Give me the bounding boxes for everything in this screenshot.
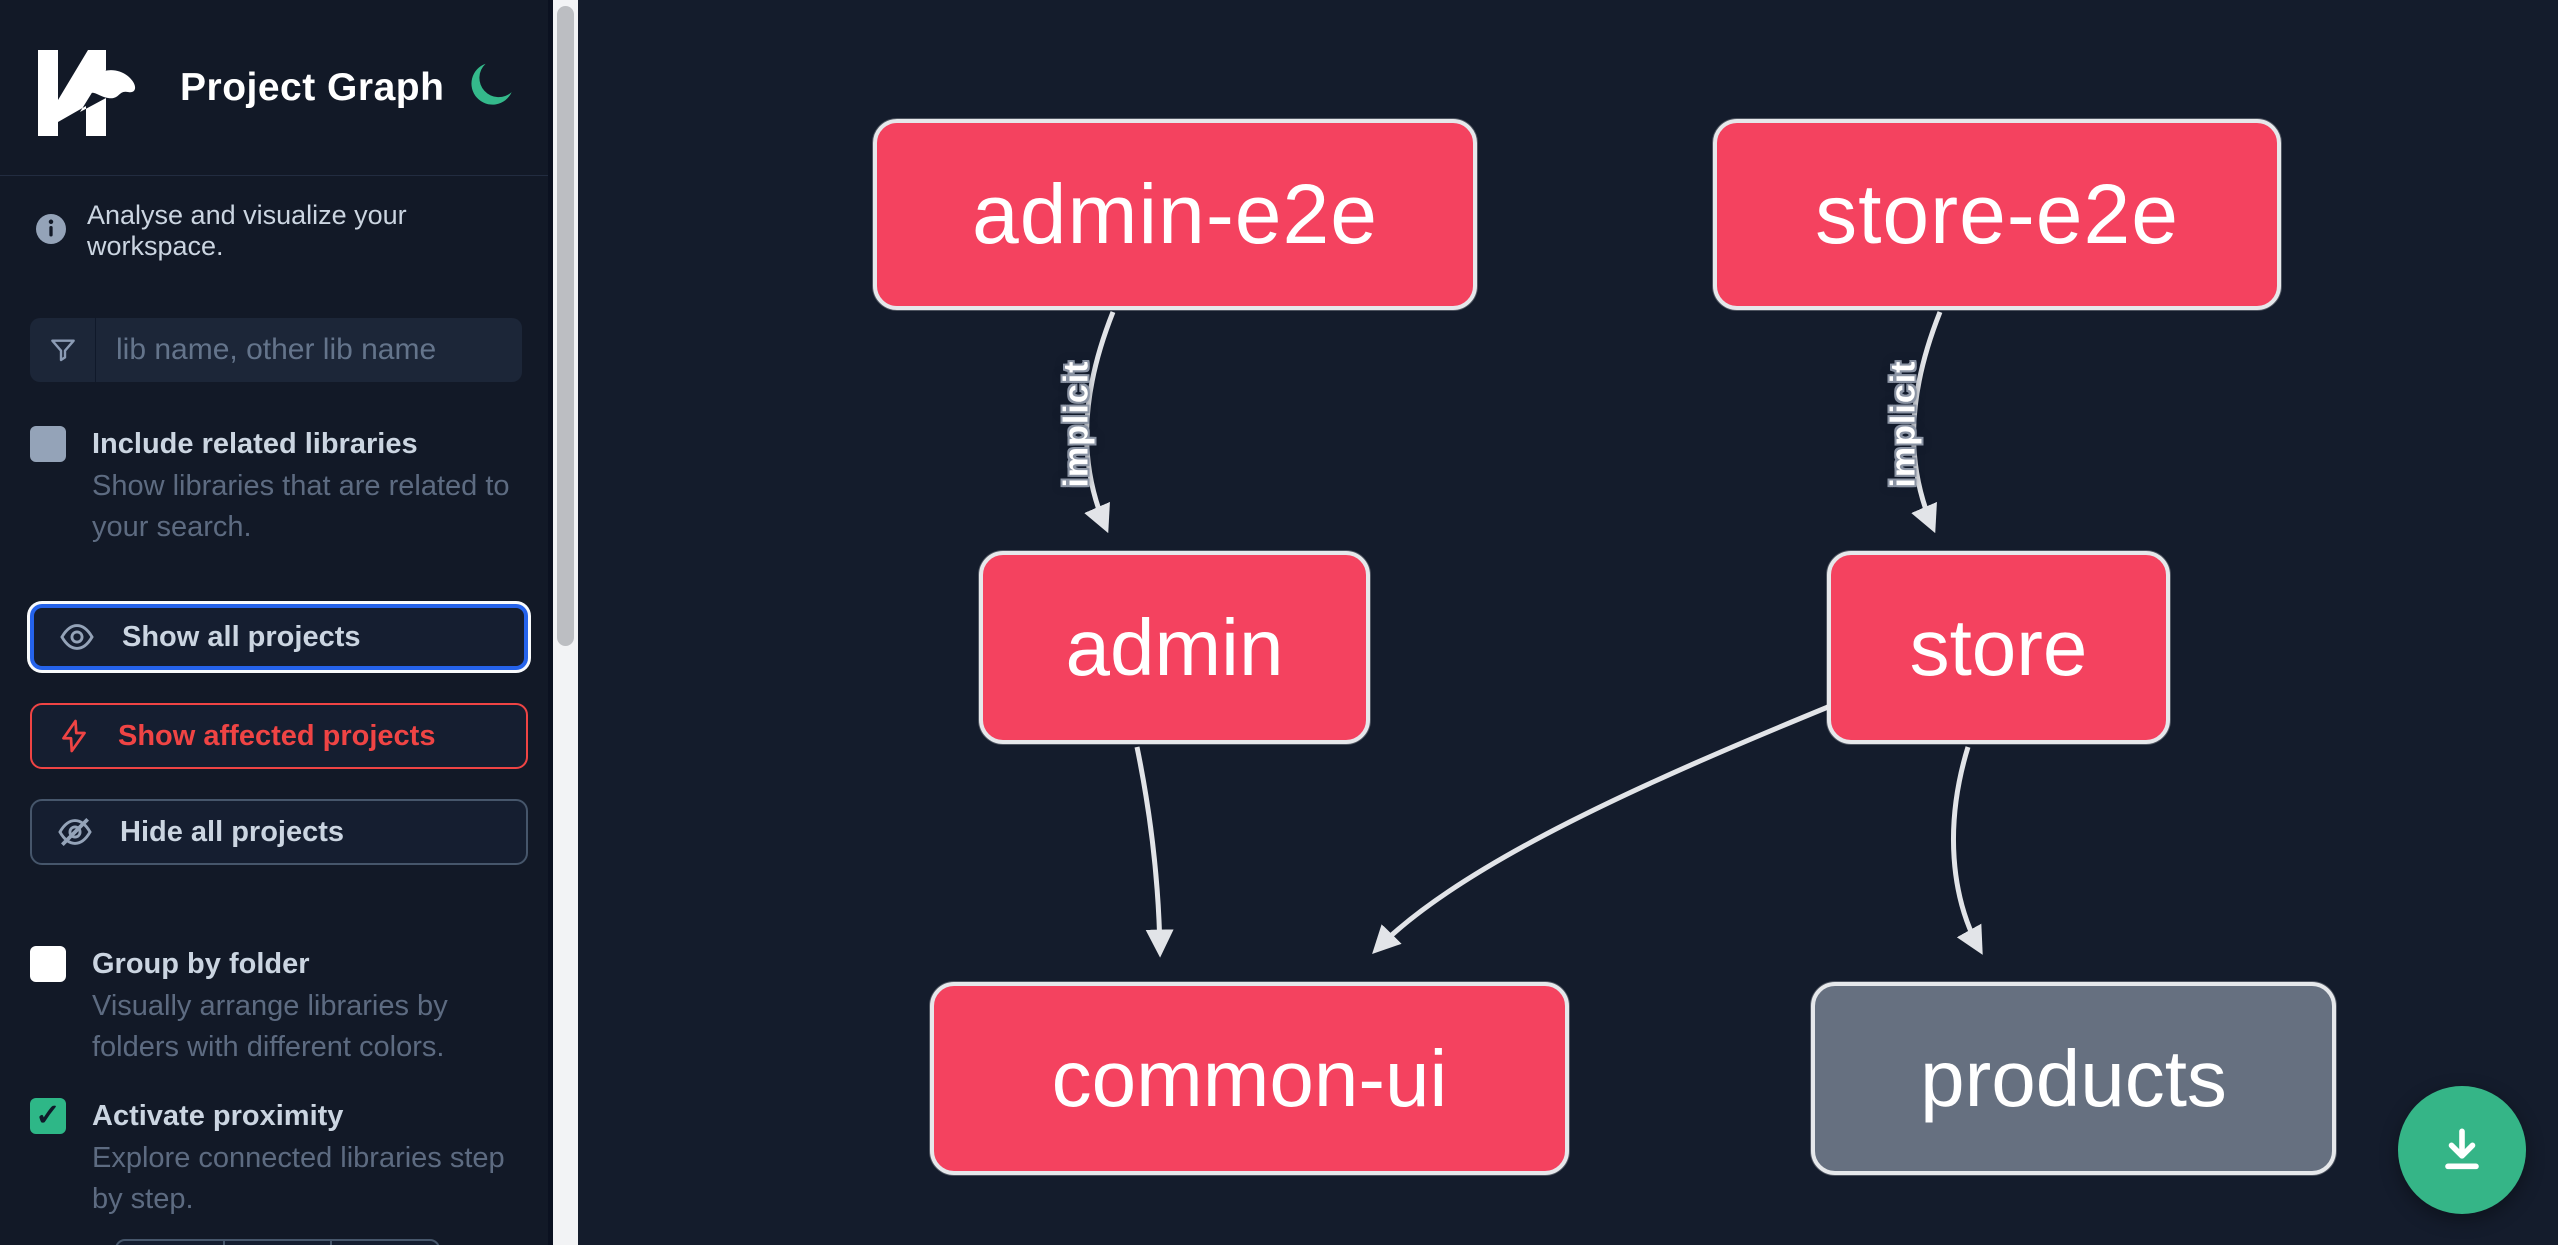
- node-label: store: [1909, 602, 2088, 692]
- toggle-activate-proximity: ✓ Activate proximity Explore connected l…: [30, 1096, 520, 1220]
- edge-store-common-ui: [1372, 704, 1829, 955]
- show-affected-projects-button[interactable]: Show affected projects: [30, 703, 528, 769]
- toggle-description: Explore connected libraries step by step…: [92, 1142, 505, 1215]
- graph-edges: [1084, 311, 1983, 958]
- sidebar: Project Graph Analyse and visualize your…: [0, 0, 553, 1245]
- toggle-include-related: Include related libraries Show libraries…: [30, 424, 520, 548]
- edge-label-implicit: implicit: [1884, 360, 1923, 488]
- activate-proximity-checkbox[interactable]: ✓: [30, 1098, 66, 1134]
- sidebar-divider: [548, 0, 553, 1245]
- step-segment[interactable]: [332, 1241, 438, 1245]
- project-graph-canvas[interactable]: implicit implicit admin-e2e store-e2e ad…: [578, 0, 2558, 1245]
- eye-off-icon: [58, 817, 92, 847]
- button-label: Hide all projects: [120, 815, 345, 848]
- download-icon: [2445, 1128, 2479, 1170]
- edge-store-products: [1951, 746, 1983, 955]
- edge-label-implicit: implicit: [1057, 360, 1096, 488]
- toggle-label: Activate proximity: [92, 1100, 344, 1132]
- eye-icon: [60, 624, 94, 650]
- sidebar-header: Project Graph: [0, 0, 553, 176]
- graph-node-common-ui[interactable]: common-ui: [930, 982, 1569, 1175]
- edge-admin-common-ui: [1134, 746, 1174, 958]
- node-label: store-e2e: [1815, 167, 2179, 261]
- scrollbar-thumb[interactable]: [557, 6, 574, 646]
- toggle-group-by-folder: Group by folder Visually arrange librari…: [30, 944, 520, 1068]
- search-input[interactable]: [96, 318, 522, 382]
- graph-node-admin-e2e[interactable]: admin-e2e: [873, 119, 1477, 310]
- bolt-icon: [62, 719, 86, 753]
- node-label: common-ui: [1051, 1033, 1448, 1123]
- node-label: admin: [1065, 602, 1284, 692]
- page-title: Project Graph: [180, 66, 445, 109]
- step-segment[interactable]: [117, 1241, 225, 1245]
- show-all-projects-button[interactable]: Show all projects: [30, 604, 528, 670]
- workspace-info: Analyse and visualize your workspace.: [33, 200, 533, 262]
- include-related-checkbox[interactable]: [30, 426, 66, 462]
- button-label: Show all projects: [122, 620, 361, 653]
- moon-icon: [471, 63, 512, 105]
- hide-all-projects-button[interactable]: Hide all projects: [30, 799, 528, 865]
- sidebar-scrollbar[interactable]: [553, 0, 578, 1245]
- info-icon: [33, 211, 69, 252]
- node-label: admin-e2e: [972, 167, 1378, 261]
- graph-node-store-e2e[interactable]: store-e2e: [1713, 119, 2281, 310]
- node-label: products: [1920, 1033, 2227, 1123]
- graph-node-products[interactable]: products: [1811, 982, 2336, 1175]
- filter-search-box: [30, 318, 522, 382]
- theme-toggle[interactable]: [462, 58, 514, 110]
- edge-admin-e2e-admin: [1084, 311, 1116, 534]
- toggle-description: Visually arrange libraries by folders wi…: [92, 990, 448, 1063]
- proximity-step-control: [115, 1239, 440, 1245]
- funnel-icon: [30, 318, 96, 382]
- toggle-label: Group by folder: [92, 948, 310, 980]
- download-graph-button[interactable]: [2398, 1086, 2526, 1214]
- edge-store-e2e-store: [1911, 311, 1943, 534]
- graph-node-store[interactable]: store: [1827, 551, 2170, 744]
- step-segment[interactable]: [225, 1241, 333, 1245]
- graph-node-admin[interactable]: admin: [979, 551, 1370, 744]
- toggle-description: Show libraries that are related to your …: [92, 470, 510, 543]
- group-by-folder-checkbox[interactable]: [30, 946, 66, 982]
- toggle-label: Include related libraries: [92, 428, 418, 460]
- checkmark-icon: ✓: [35, 1099, 61, 1132]
- nx-logo-icon: [30, 40, 140, 150]
- button-label: Show affected projects: [118, 719, 436, 752]
- info-text: Analyse and visualize your workspace.: [87, 200, 407, 261]
